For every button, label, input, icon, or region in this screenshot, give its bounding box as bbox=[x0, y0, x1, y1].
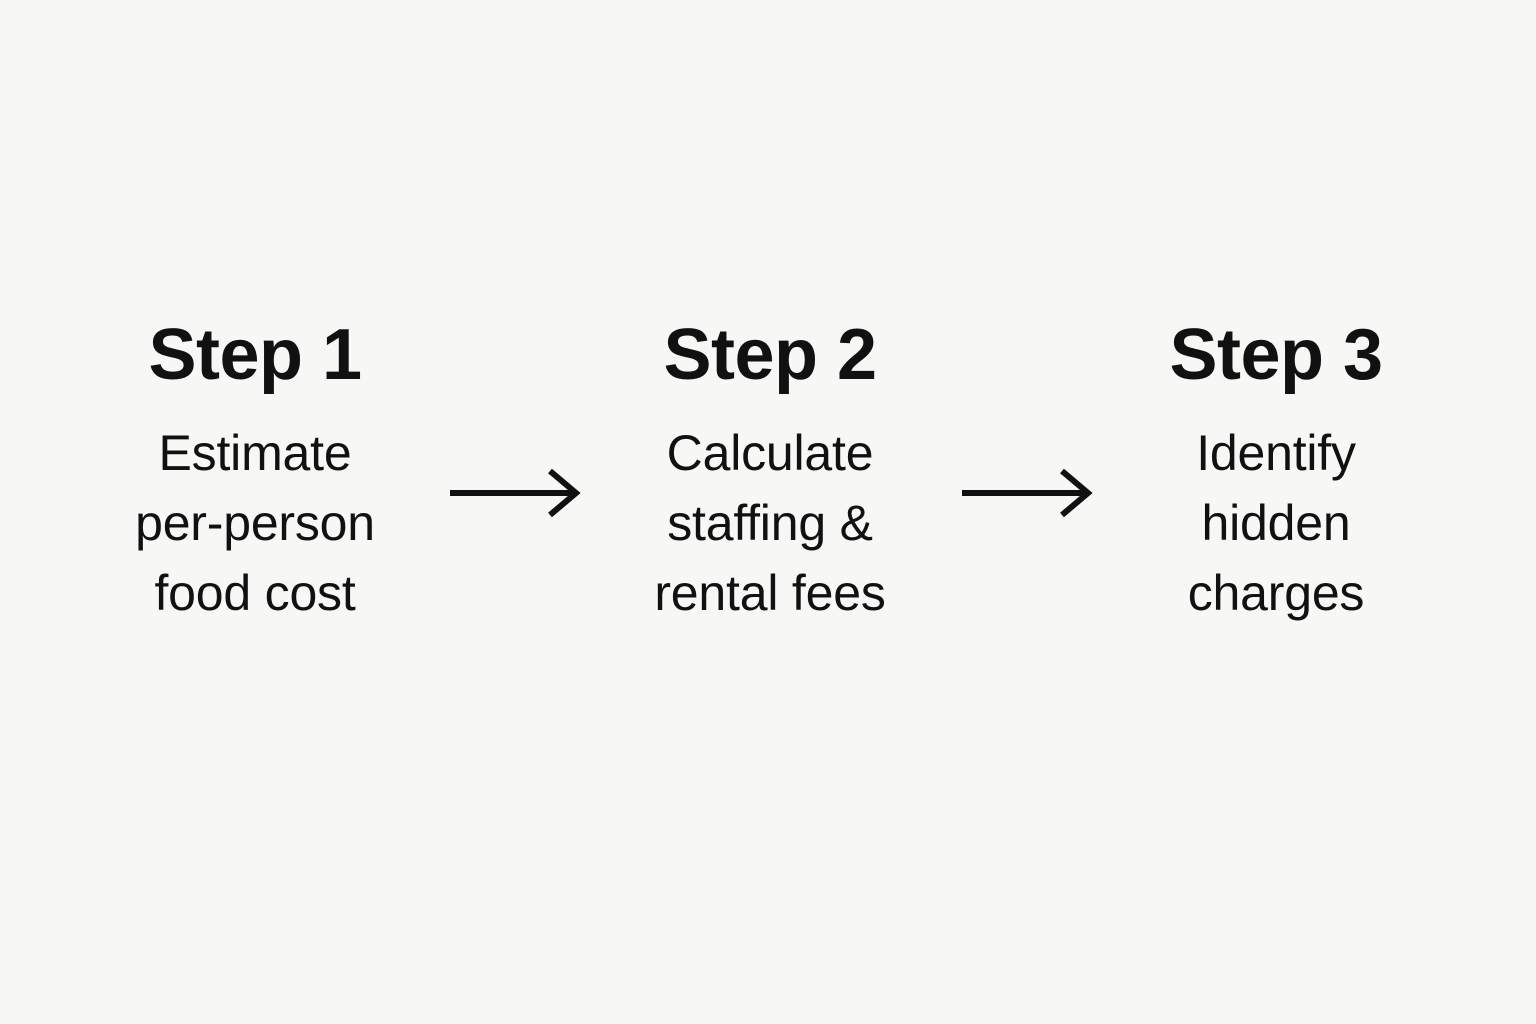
arrow-right-icon-1 bbox=[444, 462, 584, 524]
step-2-description-line-1: Calculate bbox=[666, 425, 874, 481]
step-2-heading: Step 2 bbox=[663, 315, 877, 395]
step-3-description-line-3: charges bbox=[1187, 565, 1365, 621]
arrow-right-icon-2 bbox=[956, 462, 1096, 524]
step-3-description: Identify hidden charges bbox=[1096, 418, 1456, 628]
step-2-description: Calculate staffing & rental fees bbox=[590, 418, 950, 628]
step-card-2: Step 2 Calculate staffing & rental fees bbox=[590, 318, 950, 628]
step-card-3: Step 3 Identify hidden charges bbox=[1096, 318, 1456, 628]
step-2-description-line-3: rental fees bbox=[654, 565, 886, 621]
step-1-description-line-1: Estimate bbox=[158, 425, 352, 481]
step-3-heading: Step 3 bbox=[1169, 315, 1383, 395]
step-card-1: Step 1 Estimate per-person food cost bbox=[75, 318, 435, 628]
step-1-description: Estimate per-person food cost bbox=[75, 418, 435, 628]
step-1-heading: Step 1 bbox=[148, 315, 362, 395]
step-3-description-line-1: Identify bbox=[1196, 425, 1356, 481]
step-1-description-line-2: per-person bbox=[135, 495, 375, 551]
step-3-description-line-2: hidden bbox=[1201, 495, 1351, 551]
step-1-description-line-3: food cost bbox=[154, 565, 356, 621]
step-2-description-line-2: staffing & bbox=[667, 495, 873, 551]
